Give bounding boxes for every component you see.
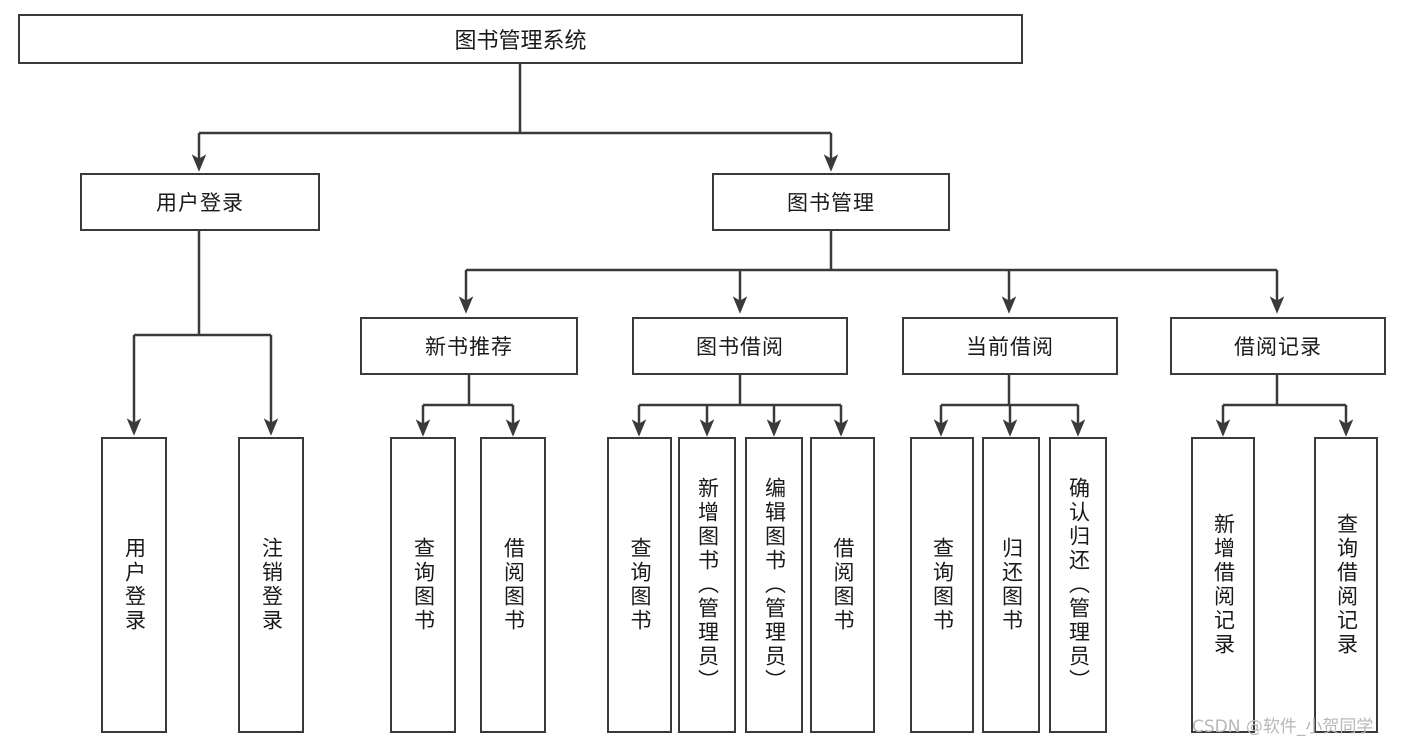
leaf-current-confirm-return-admin[interactable]: 确认归还（管理员） xyxy=(1049,437,1107,733)
leaf-borrow-borrow-book[interactable]: 借阅图书 xyxy=(810,437,875,733)
node-label: 借阅记录 xyxy=(1234,335,1322,359)
node-label: 查询图书 xyxy=(930,537,955,633)
node-label: 用户登录 xyxy=(122,537,147,633)
node-label: 查询借阅记录 xyxy=(1334,513,1359,657)
node-label: 编辑图书（管理员） xyxy=(762,477,787,693)
leaf-user-login-login[interactable]: 用户登录 xyxy=(101,437,167,733)
node-label: 新增图书（管理员） xyxy=(695,477,720,693)
node-label: 借阅图书 xyxy=(501,537,526,633)
node-borrow-records[interactable]: 借阅记录 xyxy=(1170,317,1386,375)
leaf-current-return-book[interactable]: 归还图书 xyxy=(982,437,1040,733)
node-label: 注销登录 xyxy=(259,537,284,633)
node-root-system[interactable]: 图书管理系统 xyxy=(18,14,1023,64)
node-label: 用户登录 xyxy=(156,191,244,215)
node-book-management[interactable]: 图书管理 xyxy=(712,173,950,231)
node-label: 确认归还（管理员） xyxy=(1066,477,1091,693)
node-label: 图书管理系统 xyxy=(454,29,587,54)
node-label: 借阅图书 xyxy=(831,537,855,633)
leaf-borrow-edit-book-admin[interactable]: 编辑图书（管理员） xyxy=(745,437,803,733)
leaf-recommend-query-book[interactable]: 查询图书 xyxy=(390,437,456,733)
node-label: 查询图书 xyxy=(411,537,436,633)
node-label: 图书借阅 xyxy=(696,335,784,359)
node-label: 查询图书 xyxy=(628,537,652,633)
leaf-borrow-query-book[interactable]: 查询图书 xyxy=(607,437,672,733)
node-book-borrow[interactable]: 图书借阅 xyxy=(632,317,848,375)
leaf-records-add-record[interactable]: 新增借阅记录 xyxy=(1191,437,1255,733)
node-user-login[interactable]: 用户登录 xyxy=(80,173,320,231)
leaf-borrow-add-book-admin[interactable]: 新增图书（管理员） xyxy=(678,437,736,733)
leaf-current-query-book[interactable]: 查询图书 xyxy=(910,437,974,733)
leaf-records-query-record[interactable]: 查询借阅记录 xyxy=(1314,437,1378,733)
node-label: 归还图书 xyxy=(999,537,1024,633)
node-label: 图书管理 xyxy=(787,191,875,215)
node-label: 新增借阅记录 xyxy=(1211,513,1236,657)
leaf-recommend-borrow-book[interactable]: 借阅图书 xyxy=(480,437,546,733)
node-current-borrow[interactable]: 当前借阅 xyxy=(902,317,1118,375)
node-label: 新书推荐 xyxy=(425,335,513,359)
csdn-watermark: CSDN @软件_小贺同学 xyxy=(1192,717,1374,737)
node-label: 当前借阅 xyxy=(966,335,1054,359)
leaf-user-login-logout[interactable]: 注销登录 xyxy=(238,437,304,733)
node-new-book-recommend[interactable]: 新书推荐 xyxy=(360,317,578,375)
